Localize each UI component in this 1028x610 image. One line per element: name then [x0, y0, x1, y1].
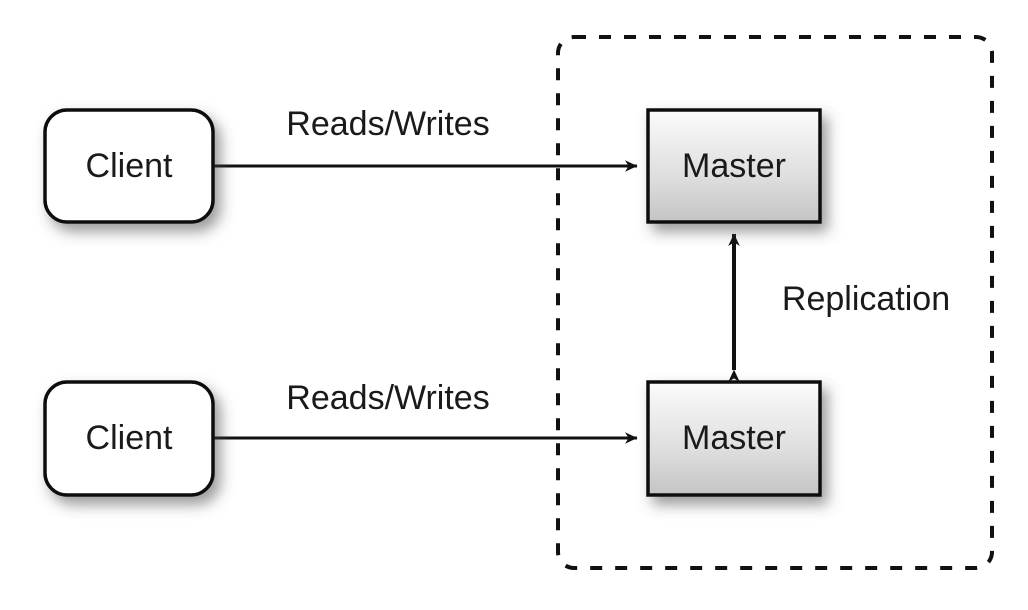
node-master-top[interactable]: Master	[646, 108, 822, 224]
node-client-bottom[interactable]: Client	[43, 380, 215, 497]
client-top-box[interactable]	[43, 108, 215, 224]
master-top-box[interactable]	[646, 108, 822, 224]
client-bottom-box[interactable]	[43, 380, 215, 497]
edge-label-replication: Replication	[782, 280, 950, 318]
client-bottom-label: Client	[86, 419, 173, 457]
master-bottom-box[interactable]	[646, 380, 822, 497]
edge-label-reads-writes-top: Reads/Writes	[286, 105, 489, 143]
replication-group-boundary	[556, 35, 994, 570]
edge-label-reads-writes-bottom: Reads/Writes	[286, 379, 489, 417]
master-top-label: Master	[682, 147, 786, 185]
master-bottom-label: Master	[682, 419, 786, 457]
node-client-top[interactable]: Client	[43, 108, 215, 224]
node-master-bottom[interactable]: Master	[646, 380, 822, 497]
client-top-label: Client	[86, 147, 173, 185]
